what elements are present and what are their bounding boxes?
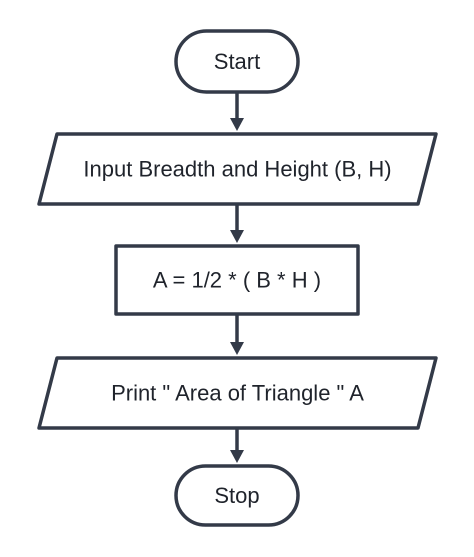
arrow-input-to-process	[230, 204, 244, 243]
arrow-start-to-input	[230, 92, 244, 131]
arrow-process-to-output	[230, 314, 244, 355]
input-parallelogram-shape	[37, 132, 438, 206]
output-node: Print " Area of Triangle " A	[37, 356, 438, 430]
arrow-output-to-stop	[230, 428, 244, 463]
process-label: A = 1/2 * ( B * H )	[153, 268, 321, 293]
start-node: Start	[174, 29, 300, 94]
stop-label: Stop	[214, 483, 259, 508]
stop-node: Stop	[174, 464, 300, 527]
input-label: Input Breadth and Height (B, H)	[83, 157, 391, 182]
process-rectangle-shape	[114, 244, 360, 316]
process-node: A = 1/2 * ( B * H )	[114, 244, 360, 316]
stop-terminator-shape	[174, 464, 300, 527]
start-label: Start	[214, 49, 260, 74]
output-label: Print " Area of Triangle " A	[111, 381, 364, 406]
input-node: Input Breadth and Height (B, H)	[37, 132, 438, 206]
output-parallelogram-shape	[37, 356, 438, 430]
